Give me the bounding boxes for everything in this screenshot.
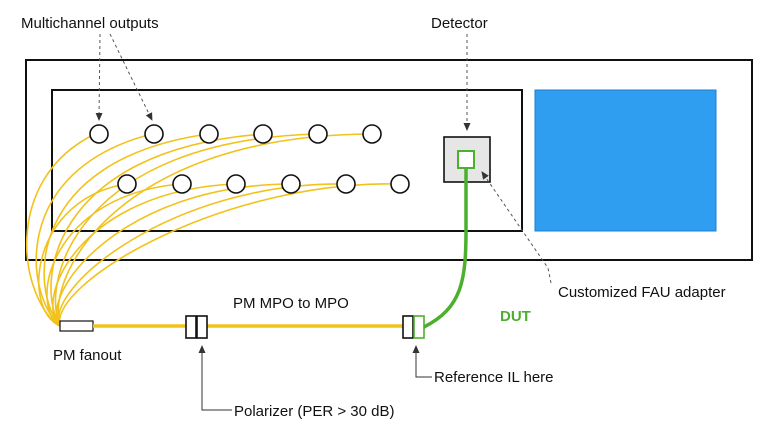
output-port[interactable]: [336, 174, 356, 194]
output-panel: [51, 89, 523, 232]
instrument-chassis: [25, 59, 753, 261]
polarizer-connector: [185, 315, 208, 339]
output-port[interactable]: [308, 124, 328, 144]
fau-adapter-label: Customized FAU adapter: [558, 284, 726, 301]
output-port[interactable]: [226, 174, 246, 194]
output-port[interactable]: [281, 174, 301, 194]
output-ports-row-1: [89, 124, 382, 144]
display-screen: [534, 89, 717, 232]
output-port[interactable]: [89, 124, 109, 144]
output-port[interactable]: [172, 174, 192, 194]
output-port[interactable]: [199, 124, 219, 144]
output-port[interactable]: [362, 124, 382, 144]
pm-fanout-label: PM fanout: [53, 347, 122, 364]
multichannel-arrow-1: [95, 33, 103, 121]
fau-adapter-socket: [457, 150, 475, 169]
reference-arrow: [412, 345, 432, 378]
dut-fiber: [423, 168, 468, 329]
output-port[interactable]: [117, 174, 137, 194]
output-port[interactable]: [390, 174, 410, 194]
polarizer-label: Polarizer (PER > 30 dB): [234, 403, 394, 420]
polarizer-arrow: [198, 345, 232, 411]
output-port[interactable]: [144, 124, 164, 144]
reference-connector: [402, 315, 425, 339]
pm-fanout-body: [59, 320, 94, 332]
mpo-cable-label: PM MPO to MPO: [233, 295, 349, 312]
dut-label: DUT: [500, 308, 531, 325]
detector-label: Detector: [431, 15, 488, 32]
reference-il-label: Reference IL here: [434, 369, 554, 386]
multichannel-arrow-2: [109, 33, 153, 121]
fanout-fibers: [25, 133, 401, 327]
multichannel-outputs-label: Multichannel outputs: [21, 15, 159, 32]
output-ports-row-2: [117, 174, 410, 194]
fau-adapter-arrow: [481, 171, 552, 284]
output-port[interactable]: [253, 124, 273, 144]
